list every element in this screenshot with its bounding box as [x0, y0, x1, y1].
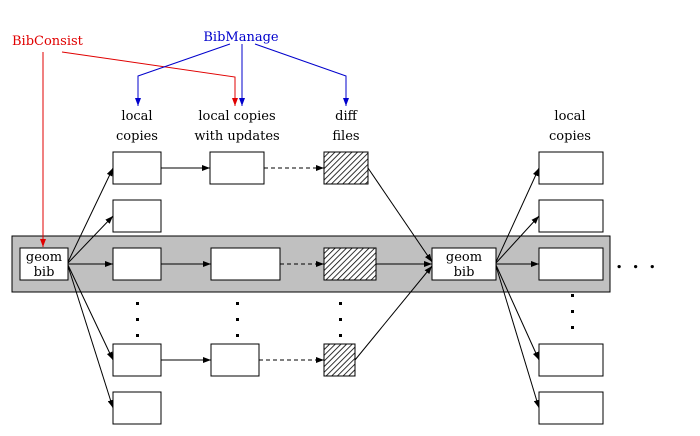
vertical-ellipsis	[136, 294, 574, 337]
svg-text:geom: geom	[446, 250, 482, 265]
right-local-copy-box	[538, 199, 604, 233]
local-copy-box	[112, 151, 162, 185]
right-local-copy-box	[538, 343, 604, 377]
right-local-copy-box	[538, 151, 604, 185]
right-local-copy-box	[538, 391, 604, 425]
diff-file-box	[323, 247, 377, 281]
svg-text:files: files	[332, 129, 359, 144]
header-diff-files: diff files	[332, 109, 359, 144]
svg-text:copies: copies	[549, 129, 591, 144]
bibmanage-arrow-to-local	[135, 43, 231, 106]
bibmanage-arrow-to-diff	[254, 43, 349, 106]
local-copy-box	[112, 343, 162, 377]
bibconsist-label: BibConsist	[12, 34, 84, 49]
svg-text:local: local	[554, 109, 585, 124]
svg-text:with updates: with updates	[194, 129, 279, 144]
diff-file-box	[323, 151, 369, 185]
header-local-copies-right: local copies	[549, 109, 591, 144]
fanout-right-arrows	[495, 167, 540, 409]
local-copy-box	[112, 199, 162, 233]
svg-text:geom: geom	[26, 250, 62, 265]
merge-arrows	[354, 167, 433, 361]
diff-file-box	[323, 343, 356, 377]
updated-copy-box	[210, 247, 281, 281]
header-local-copies: local copies	[116, 109, 158, 144]
svg-text:local copies: local copies	[198, 109, 275, 124]
local-copy-box	[112, 247, 162, 281]
continuation-ellipsis: . . .	[616, 252, 657, 273]
geom-bib-left-node: geom bib	[19, 247, 69, 281]
update-arrows	[161, 165, 211, 363]
bibmanage-label: BibManage	[203, 30, 279, 45]
diff-arrows	[259, 165, 324, 363]
svg-text:copies: copies	[116, 129, 158, 144]
local-copy-box	[112, 391, 162, 425]
svg-text:bib: bib	[454, 265, 475, 280]
right-local-copy-box	[538, 247, 604, 281]
svg-text:bib: bib	[34, 265, 55, 280]
svg-text:local: local	[121, 109, 152, 124]
fanout-left-arrows	[67, 167, 114, 409]
updated-copy-box	[209, 151, 265, 185]
bibconsist-arrow-to-updates	[61, 51, 238, 106]
svg-text:diff: diff	[335, 109, 358, 124]
geom-bib-right-node: geom bib	[431, 247, 497, 281]
header-local-copies-with-updates: local copies with updates	[194, 109, 279, 144]
updated-copy-box	[210, 343, 260, 377]
